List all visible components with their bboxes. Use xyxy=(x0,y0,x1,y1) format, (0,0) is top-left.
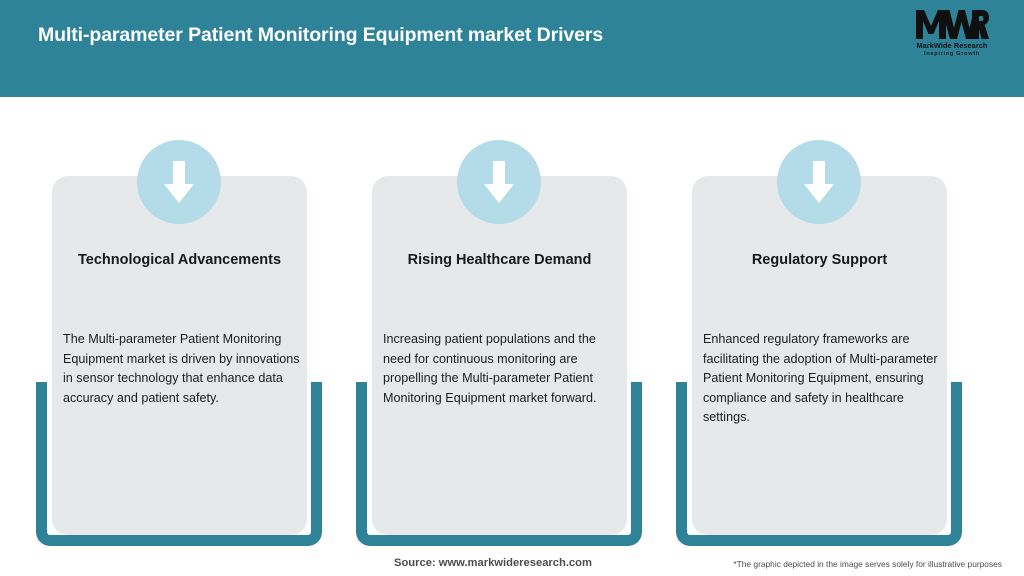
card-backing-frame xyxy=(676,382,962,546)
card-panel xyxy=(692,176,947,535)
driver-card-2[interactable]: Rising Healthcare Demand Increasing pati… xyxy=(356,140,642,546)
card-backing-frame xyxy=(356,382,642,546)
mwr-logo-icon xyxy=(915,9,989,40)
driver-card-3[interactable]: Regulatory Support Enhanced regulatory f… xyxy=(676,140,962,546)
source-label: Source: www.markwideresearch.com xyxy=(394,557,592,569)
down-arrow-icon xyxy=(457,140,541,224)
card-backing-frame xyxy=(36,382,322,546)
card-heading: Technological Advancements xyxy=(77,252,282,268)
card-body-text: Enhanced regulatory frameworks are facil… xyxy=(703,332,938,425)
down-arrow-icon xyxy=(777,140,861,224)
card-heading: Regulatory Support xyxy=(751,252,888,268)
card-body-text: The Multi-parameter Patient Monitoring E… xyxy=(63,332,300,405)
driver-card-1[interactable]: Technological Advancements The Multi-par… xyxy=(36,140,322,546)
brand-logo: MarkWide Research Inspiring Growth xyxy=(904,9,1000,61)
brand-name: MarkWide Research xyxy=(916,41,988,50)
header-bar xyxy=(0,0,1024,97)
page-title: Multi-parameter Patient Monitoring Equip… xyxy=(38,24,604,46)
card-body-text: Increasing patient populations and the n… xyxy=(383,332,597,405)
card-panel xyxy=(52,176,307,535)
card-heading: Rising Healthcare Demand xyxy=(407,252,592,268)
disclaimer-note: *The graphic depicted in the image serve… xyxy=(733,559,1002,569)
down-arrow-icon xyxy=(137,140,221,224)
brand-tagline: Inspiring Growth xyxy=(924,51,980,57)
card-panel xyxy=(372,176,627,535)
